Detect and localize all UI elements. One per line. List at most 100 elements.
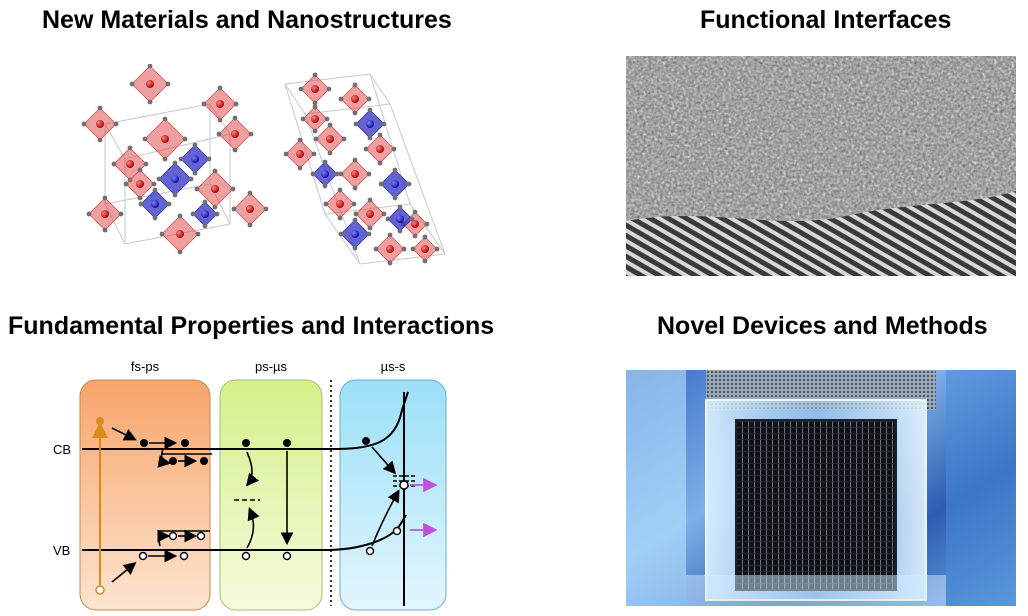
- band-diagram: fs-ps ps-µs µs-s CB VB: [53, 359, 447, 611]
- atom: [396, 215, 404, 223]
- vertex-atom: [327, 150, 333, 156]
- atom: [411, 220, 419, 228]
- vertex-atom: [123, 181, 129, 187]
- electrode-array: [735, 419, 897, 591]
- hole-trapping-arrow-mid: [246, 507, 260, 549]
- hole: [179, 551, 189, 561]
- valence-band: [82, 514, 407, 551]
- vertex-atom: [367, 225, 373, 231]
- vertex-atom: [367, 135, 373, 141]
- vertex-atom: [283, 151, 289, 157]
- bottom-reflection: [686, 575, 946, 606]
- vertex-atom: [338, 96, 344, 102]
- vertex-atom: [188, 176, 194, 182]
- vertex-atom: [102, 195, 108, 201]
- atom: [126, 160, 134, 168]
- vertex-atom: [352, 110, 358, 116]
- vertex-atom: [247, 190, 253, 196]
- vertex-atom: [86, 211, 92, 217]
- vertex-atom: [352, 217, 358, 223]
- atom: [216, 100, 224, 108]
- vertex-atom: [113, 121, 119, 127]
- vertex-atom: [298, 86, 304, 92]
- vertex-atom: [322, 159, 328, 165]
- hole: [365, 546, 375, 556]
- atom: [421, 245, 429, 253]
- cb-label: CB: [53, 442, 71, 457]
- timescale-label-ps-us: ps-µs: [255, 359, 288, 374]
- interface-states: [393, 475, 416, 487]
- vertex-atom: [166, 201, 172, 207]
- interfaces-title: Functional Interfaces: [700, 6, 952, 34]
- trapped-electron: [200, 457, 208, 465]
- vertex-atom: [297, 137, 303, 143]
- atom: [146, 80, 154, 88]
- atom: [366, 120, 374, 128]
- vertex-atom: [97, 105, 103, 111]
- vertex-atom: [341, 136, 347, 142]
- atom: [246, 205, 254, 213]
- hole-trapping-arrow: [157, 529, 171, 547]
- trapped-electron: [169, 457, 177, 465]
- vertex-atom: [137, 167, 143, 173]
- timescale-label-us-s: µs-s: [381, 359, 406, 374]
- vertex-atom: [232, 115, 238, 121]
- vertex-atom: [194, 186, 200, 192]
- vertex-atom: [366, 171, 372, 177]
- vertex-atom: [195, 231, 201, 237]
- vertex-atom: [248, 131, 254, 137]
- vertex-atom: [391, 146, 397, 152]
- vertex-atom: [412, 233, 418, 239]
- atom: [136, 180, 144, 188]
- vertex-atom: [353, 211, 359, 217]
- timescale-panel-fs-ps: [79, 379, 211, 611]
- vertex-atom: [392, 167, 398, 173]
- timescale-panel-ps-us: [219, 379, 323, 611]
- vertex-atom: [192, 142, 198, 148]
- hole: [282, 551, 292, 561]
- vertex-atom: [192, 170, 198, 176]
- atom: [161, 135, 169, 143]
- electron: [283, 439, 291, 447]
- vertex-atom: [326, 86, 332, 92]
- vertex-atom: [142, 136, 148, 142]
- vertex-atom: [337, 215, 343, 221]
- octahedra-right: [283, 72, 440, 266]
- atom: [176, 230, 184, 238]
- vertex-atom: [147, 99, 153, 105]
- hole: [241, 551, 251, 561]
- vertex-atom: [138, 201, 144, 207]
- vertex-atom: [367, 107, 373, 113]
- materials-title: New Materials and Nanostructures: [42, 6, 452, 34]
- crystal-structures-image: [81, 64, 446, 266]
- vertex-atom: [434, 246, 440, 252]
- vertex-atom: [392, 195, 398, 201]
- vertex-atom: [352, 185, 358, 191]
- vertex-atom: [190, 211, 196, 217]
- vertex-atom: [263, 206, 269, 212]
- atom: [321, 170, 329, 178]
- vertex-atom: [201, 101, 207, 107]
- vertex-atom: [81, 121, 87, 127]
- vertex-atom: [233, 101, 239, 107]
- interface-transfer-arrow: [371, 446, 397, 475]
- vertex-atom: [300, 116, 306, 122]
- vertex-atom: [401, 246, 407, 252]
- vertex-atom: [378, 181, 384, 187]
- vertex-atom: [338, 171, 344, 177]
- fundamental-title: Fundamental Properties and Interactions: [8, 312, 495, 340]
- vertex-atom: [367, 197, 373, 203]
- electron: [362, 437, 370, 445]
- vertex-atom: [212, 204, 218, 210]
- vertex-atom: [352, 245, 358, 251]
- vertex-atom: [412, 209, 418, 215]
- interface-electron: [399, 480, 409, 490]
- timescale-panel-us-s: [339, 379, 447, 611]
- excitation-electron: [96, 417, 104, 425]
- vertex-atom: [178, 156, 184, 162]
- vertex-atom: [311, 151, 317, 157]
- vertex-atom: [230, 186, 236, 192]
- trapped-hole: [168, 531, 178, 541]
- vertex-atom: [424, 221, 430, 227]
- atom: [191, 155, 199, 163]
